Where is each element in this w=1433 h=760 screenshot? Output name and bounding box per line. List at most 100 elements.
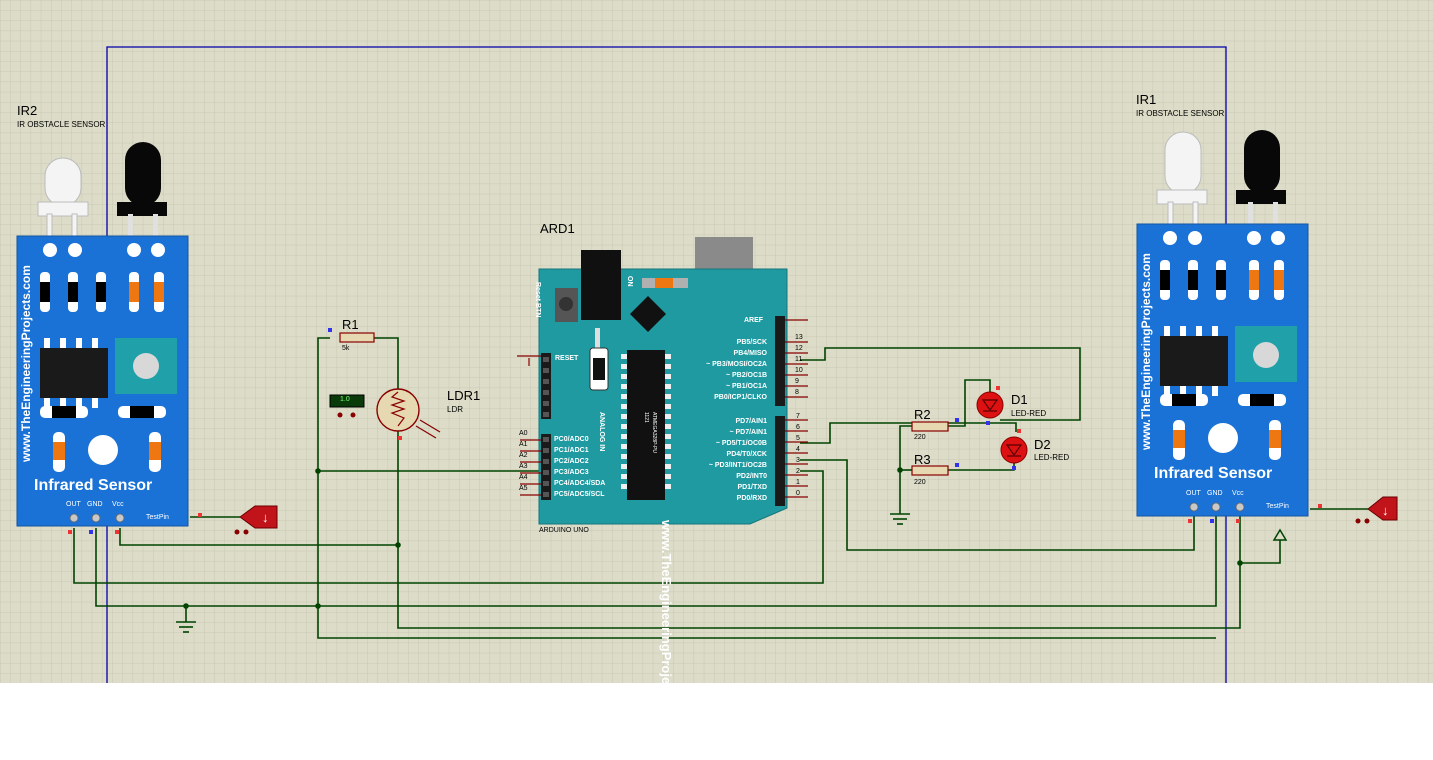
ir-receiver-led bbox=[125, 142, 161, 206]
digital-label-2: PD2/INT0 bbox=[736, 473, 767, 480]
resistor-r2[interactable] bbox=[911, 418, 959, 432]
ir1-ref-label: IR1 bbox=[1136, 92, 1157, 107]
svg-text:↓: ↓ bbox=[262, 510, 269, 525]
ir1-pin-out: OUT bbox=[1186, 490, 1201, 497]
ldr1-type-label: LDR bbox=[447, 405, 464, 414]
ir-sensor-ir2[interactable] bbox=[16, 142, 202, 534]
ir1-pin-vcc: Vcc bbox=[1232, 490, 1244, 497]
atmega-chip bbox=[627, 350, 665, 500]
ir1-website-text: www.TheEngineeringProjects.com bbox=[1139, 253, 1153, 450]
ldr1-ref-label: LDR1 bbox=[447, 388, 481, 403]
ground-symbol-left bbox=[176, 621, 196, 633]
arduino-uno-board[interactable] bbox=[517, 237, 808, 525]
analog-label-2: PC2/ADC2 bbox=[554, 458, 589, 465]
digital-num-11: 11 bbox=[795, 356, 803, 363]
digital-num-3: 3 bbox=[796, 457, 800, 464]
junctions bbox=[183, 467, 1243, 609]
r1-value-label: 5k bbox=[342, 345, 350, 352]
analog-pin-a3: A3 bbox=[519, 463, 528, 470]
ir2-title: Infrared Sensor bbox=[34, 477, 153, 494]
analog-pin-a1: A1 bbox=[519, 441, 528, 448]
arduino-model-label: ARDUINO UNO bbox=[539, 527, 589, 534]
ir2-pin-vcc: Vcc bbox=[112, 501, 124, 508]
wire-r1-ldr[interactable] bbox=[374, 337, 399, 390]
wire-r1-left[interactable] bbox=[317, 337, 1216, 639]
wire-ir2-vcc[interactable] bbox=[119, 528, 398, 546]
ir2-pin-gnd: GND bbox=[87, 501, 103, 508]
ir-sensor-ir1[interactable] bbox=[1136, 130, 1322, 523]
power-led bbox=[88, 435, 118, 465]
resistor-r3[interactable] bbox=[911, 463, 959, 476]
analog-label-4: PC4/ADC4/SDA bbox=[554, 480, 606, 487]
d2-type-label: LED-RED bbox=[1034, 453, 1070, 462]
digital-num-0: 0 bbox=[796, 490, 800, 497]
ir2-website-text: www.TheEngineeringProjects.com bbox=[19, 265, 33, 462]
ir2-ref-label: IR2 bbox=[17, 103, 38, 118]
header-analog bbox=[541, 434, 551, 500]
digital-label-12: PB4/MISO bbox=[733, 350, 767, 357]
ldr-light-meter[interactable] bbox=[329, 394, 365, 418]
wire-r2r3-gnd[interactable] bbox=[899, 425, 912, 510]
analog-pin-a5: A5 bbox=[519, 485, 528, 492]
digital-label-13: PB5/SCK bbox=[736, 339, 767, 346]
ir1-type-label: IR OBSTACLE SENSOR bbox=[1136, 109, 1225, 118]
ir2-testpin-label: TestPin bbox=[146, 514, 169, 521]
led-d2[interactable] bbox=[1000, 429, 1028, 470]
ir2-pin-out: OUT bbox=[66, 501, 81, 508]
ir1-title: Infrared Sensor bbox=[1154, 465, 1273, 482]
analog-pin-a2: A2 bbox=[519, 452, 528, 459]
ldr-ldr1[interactable] bbox=[376, 388, 441, 440]
schematic-canvas[interactable]: ↓ bbox=[0, 0, 1433, 683]
test-probe-left[interactable]: ↓ bbox=[234, 505, 278, 535]
digital-num-5: 5 bbox=[796, 435, 800, 442]
analog-pin-a0: A0 bbox=[519, 430, 528, 437]
digital-label-4: PD4/T0/XCK bbox=[726, 451, 767, 458]
arduino-reset-pin-label: RESET bbox=[555, 355, 579, 362]
ground-symbol-middle bbox=[890, 513, 910, 525]
wire-ir1-power[interactable] bbox=[1240, 540, 1281, 564]
arduino-ref-label: ARD1 bbox=[540, 221, 575, 236]
digital-num-1: 1 bbox=[796, 479, 800, 486]
analog-label-5: PC5/ADC5/SCL bbox=[554, 491, 605, 498]
arduino-reset-btn-label: Reset BTN bbox=[534, 282, 541, 318]
led-d1[interactable] bbox=[976, 386, 1004, 425]
wire-pin3-ir1[interactable] bbox=[800, 459, 1195, 551]
digital-label-10: ~ PB2/OC1B bbox=[725, 372, 767, 379]
arduino-aref-label: AREF bbox=[744, 317, 764, 324]
digital-label-3: ~ PD3/INT1/OC2B bbox=[708, 462, 767, 469]
digital-num-6: 6 bbox=[796, 424, 800, 431]
wire-gnd-rail[interactable] bbox=[95, 510, 1217, 607]
digital-label-5: ~ PD5/T1/OC0B bbox=[715, 440, 767, 447]
resistor-r1[interactable] bbox=[328, 328, 375, 343]
digital-num-4: 4 bbox=[796, 446, 800, 453]
arduino-website-text: www.TheEngineeringProjects.com bbox=[659, 520, 674, 734]
r3-ref-label: R3 bbox=[914, 452, 931, 467]
wire-r2-d1[interactable] bbox=[948, 379, 991, 427]
arduino-chip-number: 1121 bbox=[643, 412, 649, 423]
wire-pin12-d1[interactable] bbox=[800, 347, 1081, 421]
power-jack bbox=[581, 250, 621, 320]
digital-num-7: 7 bbox=[796, 413, 800, 420]
d1-type-label: LED-RED bbox=[1011, 409, 1047, 418]
digital-label-6: ~ PD7/AIN1 bbox=[729, 429, 767, 436]
header-digital-low bbox=[775, 416, 785, 506]
ir1-testpin-label: TestPin bbox=[1266, 503, 1289, 510]
ir1-pin-gnd: GND bbox=[1207, 490, 1223, 497]
wire-pin5-d2[interactable] bbox=[800, 422, 1017, 444]
digital-num-10: 10 bbox=[795, 367, 803, 374]
r1-ref-label: R1 bbox=[342, 317, 359, 332]
wire-ir2-out[interactable] bbox=[73, 470, 824, 584]
digital-label-9: ~ PB1/OC1A bbox=[725, 383, 767, 390]
r2-ref-label: R2 bbox=[914, 407, 931, 422]
test-probe-right[interactable]: ↓ bbox=[1355, 496, 1398, 524]
d1-ref-label: D1 bbox=[1011, 392, 1028, 407]
ir-emitter-led bbox=[44, 157, 82, 207]
power-terminal-symbol bbox=[1272, 528, 1288, 541]
d2-ref-label: D2 bbox=[1034, 437, 1051, 452]
digital-label-0: PD0/RXD bbox=[736, 495, 767, 502]
wire-vcc-rail[interactable] bbox=[397, 510, 1241, 629]
wires bbox=[73, 337, 1368, 639]
r2-value-label: 220 bbox=[914, 434, 926, 441]
svg-text:↓: ↓ bbox=[1382, 503, 1389, 518]
ic-chip bbox=[40, 348, 108, 398]
